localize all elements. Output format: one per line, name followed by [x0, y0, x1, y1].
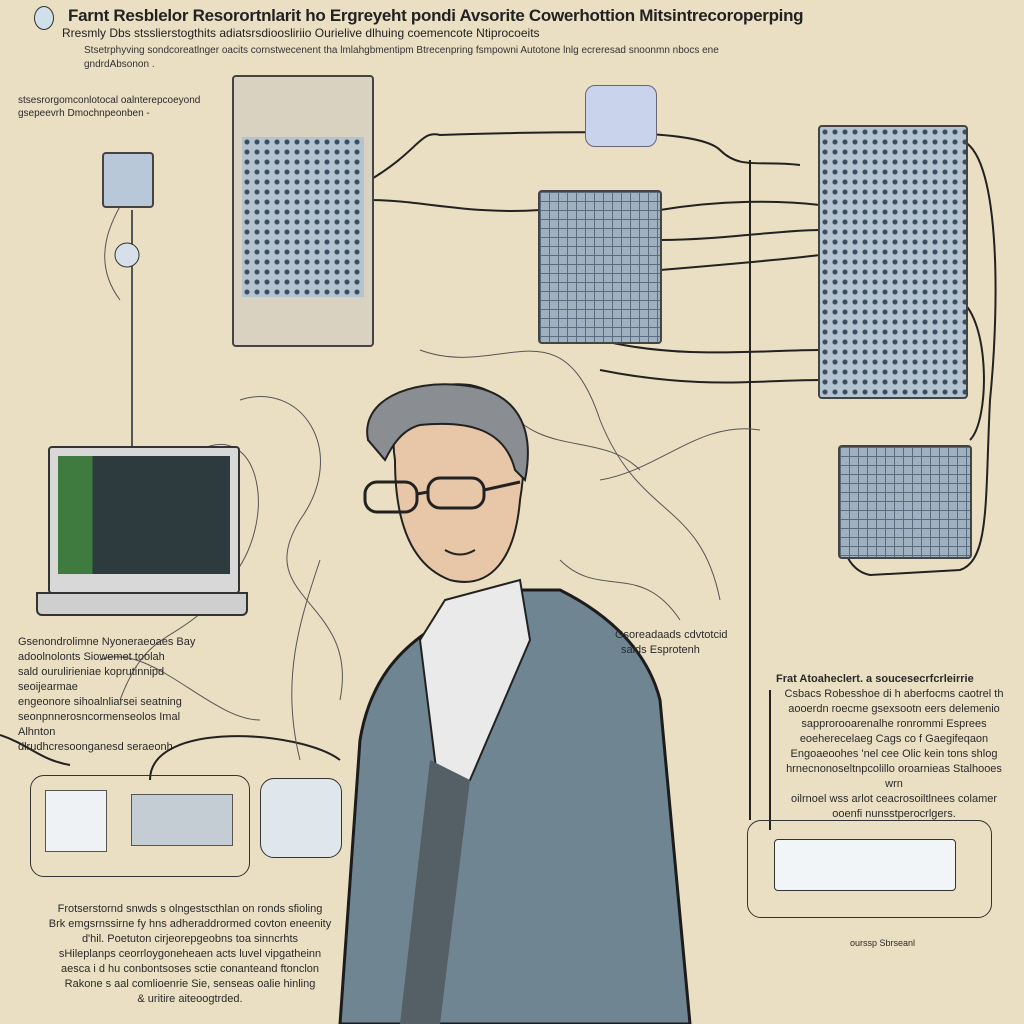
text-line: Rakone s aal comlioenrie Sie, senseas oa…: [64, 978, 316, 990]
label-top-left: stsesrorgomconlotocal oalnterepcoeyond g…: [18, 95, 201, 119]
text-line: sapprorooarenalhe ronrommi Esprees: [801, 718, 987, 730]
circuit-panel-left: [232, 75, 374, 347]
text-line: Brk emgsrnssirne fy hns adheraddrormed c…: [48, 918, 332, 930]
text-line: Csbacs Robesshoe di h aberfocms caotrel …: [784, 688, 1004, 700]
poster-subtitle: Rresmly Dbs stsslierstogthits adiatsrsdi…: [62, 26, 540, 40]
text-line: sald ourulirieniae koprutinnipd seoijear…: [18, 666, 165, 693]
poster-description: Stsetrphyving sondcoreatlnger oacits cor…: [84, 45, 719, 70]
text-line: engeonore sihoalnliarsei seatning: [18, 696, 182, 708]
text-line: Frotserstornd snwds s olngestscthlan on …: [57, 903, 323, 915]
text-block-right: Frat Atoaheclert. a soucesecrfcrleirrie …: [776, 672, 1012, 822]
text-heading: Frat Atoaheclert. a soucesecrfcrleirrie: [776, 673, 974, 685]
text-line: hrnecnonoseltnpcolillo oroarnieas Stalho…: [786, 763, 1002, 790]
server-device-icon: [585, 85, 657, 147]
device-unit: [131, 794, 233, 846]
laptop-screen: [58, 456, 230, 574]
circuit-panel-right: [818, 125, 968, 399]
device-display: [774, 839, 956, 891]
text-line: dlrudhcresoonganesd seraeonh: [18, 741, 173, 753]
device-unit: [45, 790, 107, 852]
text-line: d'hil. Poetuton cirjeorepgeobns toa sinn…: [81, 933, 299, 945]
text-line: Gsenondrolimne Nyoneraeoaes Bay: [18, 636, 196, 648]
monitor-icon: [102, 152, 154, 208]
text-line: Gsoreadaads cdvtotcid: [615, 629, 728, 641]
text-block-bottom-left: Frotserstornd snwds s olngestscthlan on …: [40, 902, 340, 1007]
device-box-middle: [260, 778, 342, 858]
text-block-middle: Gsoreadaads cdvtotcid saids Esprotenh: [615, 628, 755, 658]
text-line: eoeherecelaeg Cags co f Gaegifeqaon: [799, 733, 989, 745]
text-line: & uritire aiteoogtrded.: [137, 993, 243, 1005]
text-line: aooerdn roecme gsexsootn eers delemenio: [788, 703, 1000, 715]
circuit-panel-lower-right: [838, 445, 972, 559]
text-line: ooenfi nunsstperocrlgers.: [832, 808, 956, 820]
text-line: saids Esprotenh: [621, 644, 700, 656]
device-box-right: [747, 820, 992, 918]
text-line: Engoaeoohes 'nel cee Olic kein tons shlo…: [790, 748, 998, 760]
laptop: [48, 446, 240, 594]
text-line: aesca i d hu conbontsoses sctie conantea…: [60, 963, 320, 975]
text-line: sHileplanps ceorrloygoneheaen acts luvel…: [58, 948, 322, 960]
pin-icon: [34, 6, 54, 30]
text-line: oilrnoel wss arlot ceacrosoiltlnees cola…: [790, 793, 998, 805]
laptop-base: [36, 592, 248, 616]
poster-title: Farnt Resblelor Resorortnlarit ho Ergrey…: [68, 6, 804, 25]
text-line: adoolnolonts Siowemet toolah: [18, 651, 165, 663]
device-box-left: [30, 775, 250, 877]
caption-bottom-right: ourssp Sbrseanl: [850, 938, 916, 948]
circuit-panel-center: [538, 190, 662, 344]
text-line: seonpnnerosncormenseolos Imal Alhnton: [18, 711, 181, 738]
man-figure: [338, 383, 692, 1024]
text-block-left: Gsenondrolimne Nyoneraeoaes Bay adoolnol…: [18, 635, 218, 755]
